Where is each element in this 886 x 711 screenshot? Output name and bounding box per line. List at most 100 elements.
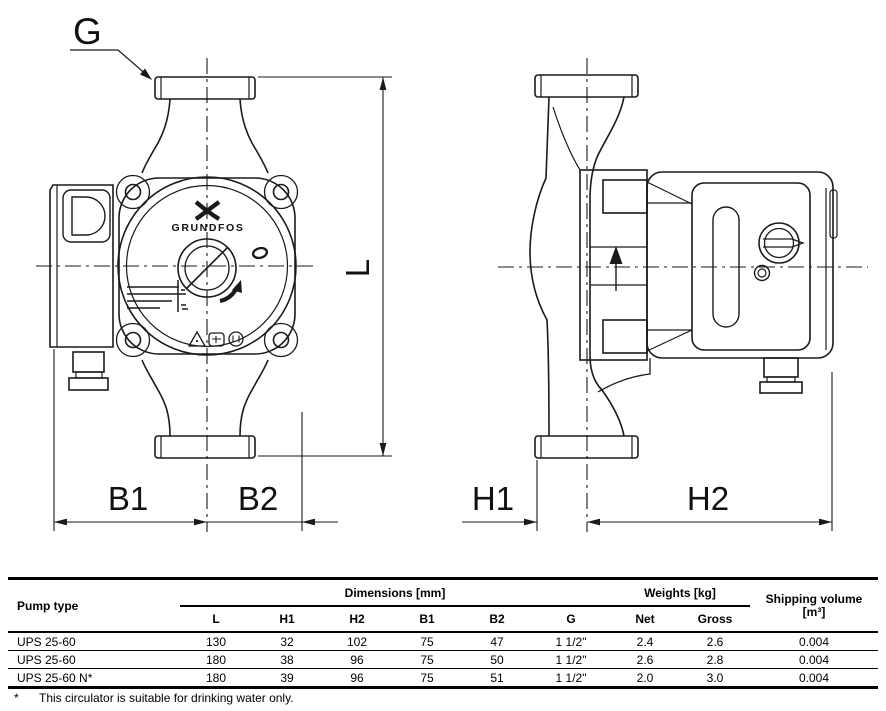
cell-b1: 75 bbox=[392, 631, 462, 651]
cell-h1: 39 bbox=[252, 668, 322, 688]
col-header-h1: H1 bbox=[279, 612, 295, 626]
col-header-net: Net bbox=[635, 612, 655, 626]
bolt-hole bbox=[272, 331, 290, 349]
warning-triangle-dot bbox=[195, 339, 199, 343]
cell-l: 180 bbox=[180, 650, 252, 669]
cable-gland-step bbox=[75, 371, 103, 379]
cell-l: 130 bbox=[180, 631, 252, 651]
shaft-lines bbox=[590, 246, 647, 286]
corner-lug bbox=[115, 322, 151, 358]
col-header-shipping-volume: Shipping volume [m³] bbox=[750, 579, 878, 633]
cell-b1: 75 bbox=[392, 650, 462, 669]
cell-net: 2.6 bbox=[610, 650, 680, 669]
cert-circle-glyph bbox=[232, 335, 240, 343]
manual-square-glyph bbox=[212, 336, 221, 343]
grundfos-logo-mark bbox=[194, 200, 221, 221]
dimension-table: Pump type Dimensions [mm] Weights [kg] S… bbox=[8, 577, 878, 689]
side-bottom-flange bbox=[534, 435, 639, 459]
cell-gross: 2.8 bbox=[680, 650, 750, 669]
bolt-hole bbox=[272, 183, 290, 201]
cell-shipping: 0.004 bbox=[750, 668, 878, 688]
cell-h2: 96 bbox=[322, 650, 392, 669]
h2-arrow-right bbox=[819, 518, 832, 526]
col-header-pump-type: Pump type bbox=[17, 598, 79, 613]
stator-fin-top bbox=[602, 179, 648, 214]
side-gland-stub bbox=[763, 357, 799, 378]
side-top-flange bbox=[534, 74, 639, 98]
table-row: UPS 25-60 130 32 102 75 47 1 1/2" 2.4 2.… bbox=[8, 631, 878, 651]
pump-face-inner bbox=[125, 184, 289, 348]
cable-gland-foot bbox=[68, 377, 109, 391]
terminal-box-d-cutout bbox=[71, 196, 106, 236]
cell-l: 180 bbox=[180, 668, 252, 688]
g-leader-line bbox=[70, 49, 150, 78]
motor-plate bbox=[118, 177, 296, 355]
bottom-neck bbox=[141, 359, 269, 437]
footnote-text: This circulator is suitable for drinking… bbox=[39, 691, 294, 705]
top-flange bbox=[154, 76, 256, 100]
cell-h2: 96 bbox=[322, 668, 392, 688]
rotation-arrow-head bbox=[232, 280, 242, 293]
indicator-dot-inner bbox=[757, 268, 767, 278]
g-leader-arrowhead bbox=[140, 68, 152, 80]
terminal-box bbox=[49, 184, 114, 348]
cell-b2: 51 bbox=[462, 668, 532, 688]
cell-h1: 38 bbox=[252, 650, 322, 669]
footnote: * This circulator is suitable for drinkin… bbox=[8, 691, 294, 705]
cell-net: 2.4 bbox=[610, 631, 680, 651]
l-extension-lines bbox=[258, 76, 392, 457]
speed-knob-outer bbox=[177, 238, 237, 298]
bolt-hole bbox=[124, 183, 142, 201]
l-arrow-bottom bbox=[379, 443, 387, 456]
col-header-b1: B1 bbox=[419, 612, 435, 626]
housing-foot-curve bbox=[597, 358, 651, 393]
bolt-hole bbox=[124, 331, 142, 349]
stator-detail-lines bbox=[646, 181, 693, 352]
corner-lug bbox=[263, 174, 299, 210]
col-header-h2: H2 bbox=[349, 612, 365, 626]
cell-h2: 102 bbox=[322, 631, 392, 651]
shipping-volume-line2: [m³] bbox=[802, 604, 826, 619]
cell-pump-type: UPS 25-60 N* bbox=[8, 668, 180, 688]
flow-arrow-head bbox=[609, 246, 623, 264]
cell-b2: 50 bbox=[462, 650, 532, 669]
pipe-inner-bend bbox=[552, 106, 581, 171]
corner-lug bbox=[115, 174, 151, 210]
selector-knob-outer bbox=[758, 222, 800, 264]
pump-dimension-drawing: GRUNDFOS bbox=[36, 11, 868, 532]
shipping-volume-line1: Shipping volume bbox=[765, 591, 863, 606]
col-header-gross: Gross bbox=[697, 612, 733, 626]
cell-b2: 47 bbox=[462, 631, 532, 651]
cell-shipping: 0.004 bbox=[750, 650, 878, 669]
group-header-weights: Weights [kg] bbox=[610, 578, 750, 607]
pipe-left-profile bbox=[529, 96, 550, 437]
cell-g: 1 1/2" bbox=[532, 631, 610, 651]
table-row: UPS 25-60 180 38 96 75 50 1 1/2" 2.6 2.8… bbox=[8, 650, 878, 669]
cell-b1: 75 bbox=[392, 668, 462, 688]
side-bottom-flange-caps bbox=[540, 436, 633, 458]
cell-net: 2.0 bbox=[610, 668, 680, 688]
cell-h1: 32 bbox=[252, 631, 322, 651]
speed-knob-inner bbox=[184, 245, 230, 291]
dim-label-b1: B1 bbox=[108, 480, 148, 517]
col-header-l: L bbox=[212, 612, 220, 626]
top-neck bbox=[141, 98, 269, 174]
footnote-marker: * bbox=[14, 691, 19, 705]
side-gland-foot bbox=[759, 381, 803, 394]
nameplate-oval bbox=[251, 246, 269, 260]
dim-label-h2: H2 bbox=[687, 480, 729, 517]
bottom-flange-caps bbox=[160, 436, 250, 458]
b1-arrow-right bbox=[194, 518, 207, 526]
l-arrow-top bbox=[379, 77, 387, 90]
dim-label-h1: H1 bbox=[472, 480, 514, 517]
col-header-g: G bbox=[566, 612, 576, 626]
rotation-arrow bbox=[219, 287, 238, 304]
grundfos-logo-text: GRUNDFOS bbox=[172, 222, 245, 234]
cover-slot bbox=[712, 206, 740, 328]
manual-square-icon bbox=[208, 332, 225, 347]
b2-arrow bbox=[302, 518, 315, 526]
dim-label-l: L bbox=[339, 259, 376, 277]
h1-arrow bbox=[524, 518, 537, 526]
cell-g: 1 1/2" bbox=[532, 650, 610, 669]
